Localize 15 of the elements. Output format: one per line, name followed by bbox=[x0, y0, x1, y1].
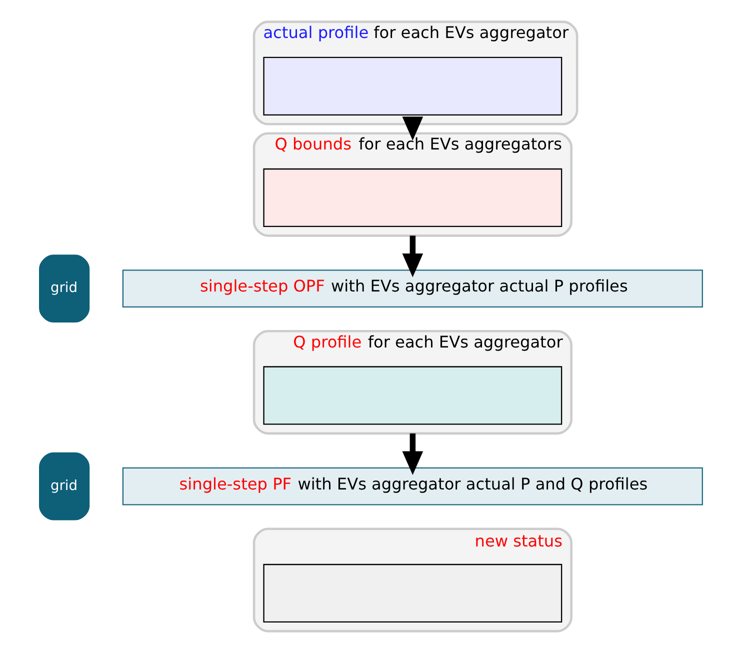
node-box bbox=[263, 168, 562, 228]
node-box bbox=[263, 366, 562, 425]
node-box: grid bbox=[39, 254, 90, 322]
cluster: actual profile for each EVs aggregator bbox=[252, 20, 578, 126]
node-box: single-step PF with EVs aggregator actual P and Q profiles bbox=[122, 467, 703, 506]
node-box: grid bbox=[39, 452, 90, 520]
node-box bbox=[263, 56, 562, 116]
node-box: single-step OPF with EVs aggregator actual P profiles bbox=[122, 270, 703, 308]
cluster: Q profile for each EVs aggregator bbox=[252, 330, 572, 435]
cluster: Q bounds for each EVs aggregators bbox=[252, 132, 572, 237]
arrow bbox=[402, 433, 424, 476]
node-box bbox=[263, 564, 562, 623]
cluster: new status bbox=[252, 528, 572, 632]
arrow bbox=[402, 116, 424, 141]
arrow bbox=[402, 236, 424, 278]
